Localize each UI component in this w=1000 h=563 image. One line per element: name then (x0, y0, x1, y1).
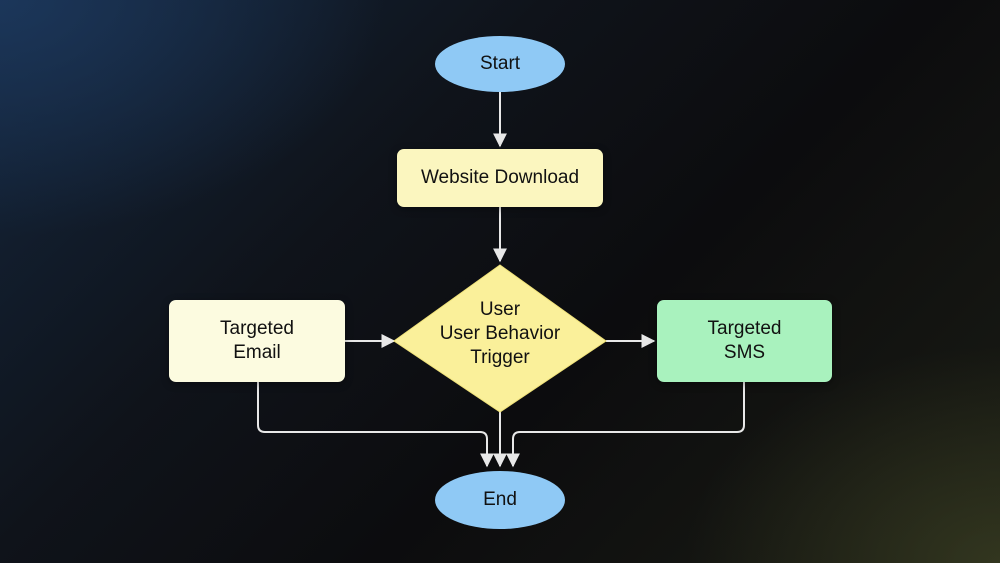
end-node (435, 471, 565, 529)
website-download-node (397, 149, 603, 207)
start-node (435, 36, 565, 92)
edge-email-to-end (257, 382, 494, 468)
edge-sms-to-end (506, 382, 745, 468)
targeted-email-node (169, 300, 345, 382)
decision-diamond (393, 264, 607, 413)
targeted-sms-node (657, 300, 832, 382)
